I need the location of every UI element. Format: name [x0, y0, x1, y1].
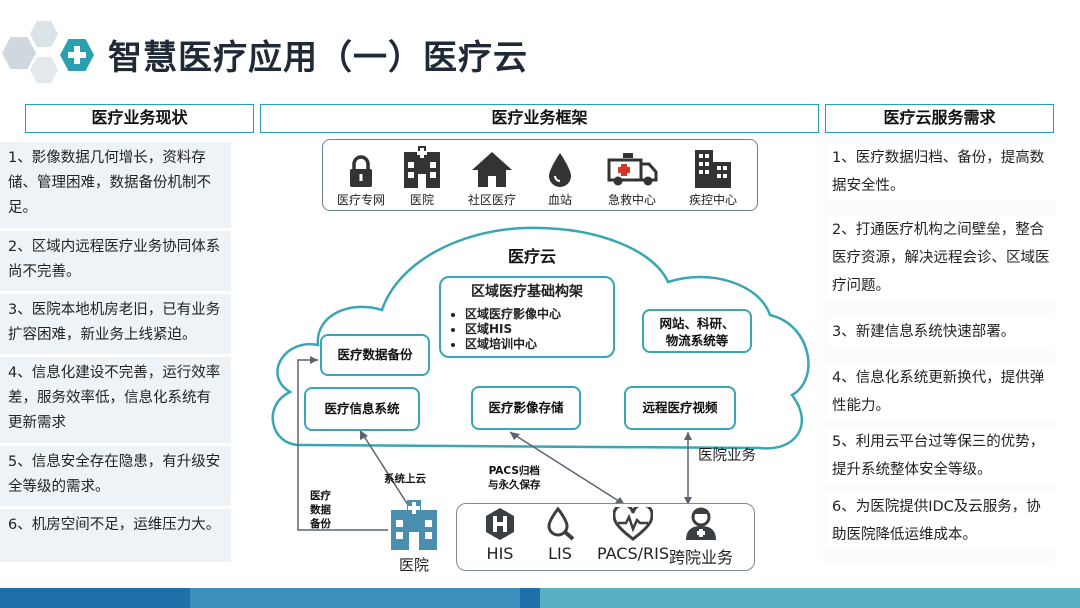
facility-hospital: 医院 [387, 146, 457, 208]
facility-community: 社区医疗 [457, 146, 527, 208]
his-h-icon [486, 508, 514, 540]
left-item-6: 6、机房空间不足，运维压力大。 [0, 509, 231, 562]
facility-label: 社区医疗 [467, 193, 516, 207]
lis-search-icon [547, 507, 575, 541]
blood-drop-icon [549, 153, 571, 187]
facility-label: 疾控中心 [688, 193, 737, 207]
facility-label: 急救中心 [607, 193, 656, 207]
web-research-logistics-box: 网站、科研、 物流系统等 [642, 309, 752, 353]
system-lis: LIS [540, 506, 580, 563]
system-label: LIS [548, 544, 572, 563]
hexagon-decor-icon [2, 37, 36, 69]
facility-label: 医疗专网 [336, 193, 385, 207]
info-system-box: 医疗信息系统 [304, 387, 420, 431]
facility-label: 血站 [547, 193, 572, 207]
regional-foundation-box: 区域医疗基础构架 区域医疗影像中心 区域HIS 区域培训中心 [439, 276, 615, 358]
header-cloud-demand: 医疗云服务需求 [825, 104, 1054, 133]
hospital-node: 医院 [388, 498, 440, 575]
right-panel-bg [823, 136, 1055, 562]
data-backup-box: 医疗数据备份 [320, 334, 430, 376]
header-current-status: 医疗业务现状 [25, 104, 254, 133]
hospital-label: 医院 [398, 556, 429, 574]
facility-box [322, 139, 758, 211]
right-item-4: 4、信息化系统更新换代，提供弹性能力。 [826, 364, 1054, 420]
foundation-item: 区域培训中心 [465, 337, 613, 352]
foundation-item: 区域HIS [465, 322, 613, 337]
page-title: 智慧医疗应用（一）医疗云 [108, 38, 528, 78]
left-item-2: 2、区域内远程医疗业务协同体系尚不完善。 [0, 231, 231, 291]
lock-icon [350, 155, 372, 187]
header-business-framework: 医疗业务框架 [260, 104, 819, 133]
hospital-building-icon [404, 146, 440, 188]
office-building-icon [695, 150, 731, 188]
system-his: HIS [478, 506, 522, 563]
system-label: 跨院业务 [668, 548, 733, 567]
house-icon [472, 152, 512, 187]
system-to-cloud-label: 系统上云 [384, 473, 426, 485]
right-item-5: 5、利用云平台过等保三的优势，提升系统整体安全等级。 [826, 428, 1054, 484]
facility-emergency: 急救中心 [597, 146, 667, 208]
data-backup-label: 医疗 数据 备份 [310, 490, 331, 530]
right-item-1: 1、医疗数据归档、备份，提高数据安全性。 [826, 144, 1054, 200]
image-storage-box: 医疗影像存储 [471, 386, 581, 430]
foundation-title: 区域医疗基础构架 [471, 284, 583, 300]
ambulance-icon [607, 153, 658, 186]
foundation-item: 区域医疗影像中心 [465, 307, 613, 322]
pacs-archive-label: PACS归档 与永久保存 [488, 465, 541, 491]
doctor-icon [686, 507, 716, 540]
facility-cdc: 疾控中心 [678, 146, 748, 208]
left-item-3: 3、医院本地机房老旧，已有业务扩容困难，新业务上线紧迫。 [0, 294, 231, 354]
facility-private-network: 医疗专网 [326, 146, 396, 208]
facility-blood-station: 血站 [525, 146, 595, 208]
right-item-3: 3、新建信息系统快速部署。 [826, 318, 1054, 346]
system-label: PACS/RIS [597, 544, 669, 563]
facility-label: 医院 [409, 193, 434, 207]
hospital-building-icon [391, 500, 437, 550]
heartbeat-icon [613, 507, 653, 541]
footer-bar-light [540, 588, 1080, 608]
hospital-business-label: 医院业务 [698, 448, 756, 464]
cloud-title: 医疗云 [508, 247, 557, 266]
left-item-5: 5、信息安全存在隐患，有升级安全等级的需求。 [0, 446, 231, 506]
system-pacs-ris: PACS/RIS [590, 506, 676, 563]
hexagon-decor-icon [30, 20, 58, 48]
footer-bar-mid [190, 588, 520, 608]
right-item-6: 6、为医院提供IDC及云服务，协助医院降低运维成本。 [826, 493, 1054, 549]
right-item-2: 2、打通医疗机构之间壁垒，整合医疗资源，解决远程会诊、区域医疗问题。 [826, 216, 1054, 300]
left-item-4: 4、信息化建设不完善，运行效率差，服务效率低，信息化系统有更新需求 [0, 357, 231, 443]
hexagon-decor-icon [30, 56, 58, 84]
system-label: HIS [486, 544, 514, 563]
system-cross-hospital: 跨院业务 [666, 506, 736, 568]
remote-video-box: 远程医疗视频 [624, 386, 736, 430]
left-item-1: 1、影像数据几何增长，资料存储、管理困难，数据备份机制不足。 [0, 142, 231, 228]
